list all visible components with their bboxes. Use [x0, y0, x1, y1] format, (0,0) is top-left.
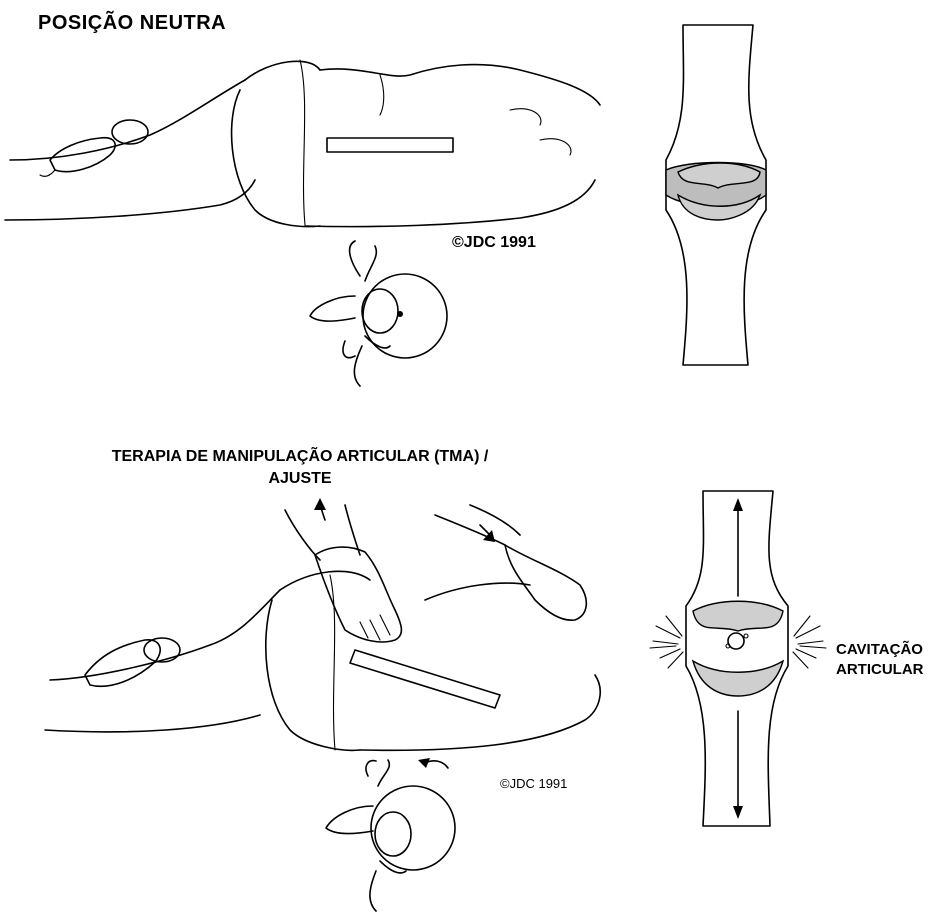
cavitation-label-line1: CAVITAÇÃO [836, 640, 924, 660]
manipulation-title-line1: TERAPIA DE MANIPULAÇÃO ARTICULAR (TMA) / [40, 446, 560, 468]
cavitation-label-line2: ARTICULAR [836, 660, 924, 680]
neutral-position-title: POSIÇÃO NEUTRA [38, 12, 226, 35]
copyright-top: ©JDC 1991 [452, 234, 536, 252]
manipulation-patient-figure [40, 490, 640, 790]
manipulation-title-line2: AJUSTE [40, 468, 560, 490]
neutral-joint-figure [648, 20, 788, 370]
cavitation-label: CAVITAÇÃO ARTICULAR [836, 640, 924, 680]
copyright-bottom: ©JDC 1991 [500, 776, 567, 791]
manipulation-vertebra-figure [318, 756, 468, 916]
cavitation-joint-figure [648, 486, 828, 836]
manipulation-title: TERAPIA DE MANIPULAÇÃO ARTICULAR (TMA) /… [40, 446, 560, 490]
neutral-vertebra-figure [300, 236, 460, 396]
